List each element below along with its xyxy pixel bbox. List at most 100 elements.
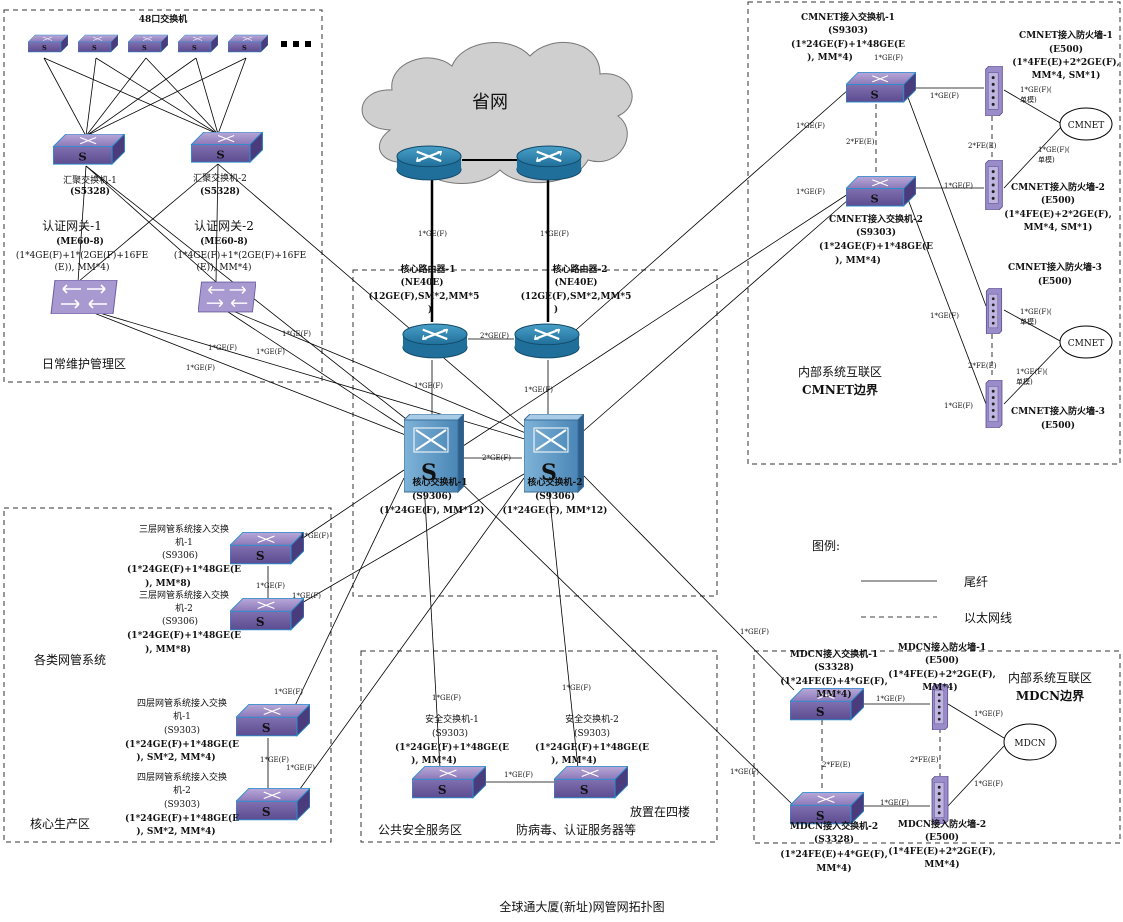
l3-2-model: (S9306) — [162, 616, 198, 627]
lk-19b: 单模) — [1038, 155, 1055, 164]
lk-19a: 1*GE(F)( — [1038, 146, 1070, 154]
cmfw4-model: (E500) — [1041, 420, 1075, 431]
sw48-label: 48口交换机 — [139, 13, 188, 25]
cmnet-cloud-2 — [1059, 325, 1113, 359]
mdsw2-spec: (1*24FE(E)+4*GE(F), — [780, 849, 887, 860]
auth1-spec1: (1*4GE(F)+1*(2GE(F)+16FE — [16, 250, 148, 261]
lk-3: 2*GE(F) — [480, 332, 509, 340]
cmnet-labels: CMNET接入交换机-1 (S9303) (1*24GE(F)+1*48GE(E… — [791, 11, 1120, 431]
mdfw2-spec2: MM*4) — [924, 859, 959, 870]
cr1-name: 核心路由器-1 — [401, 263, 456, 275]
mdcn-cloud-label: MDCN — [1014, 739, 1045, 749]
zone-daily: 日常维护管理区 — [42, 356, 126, 371]
l4-2-spec: (1*24GE(F)+1*48GE(E — [125, 813, 239, 824]
sec2-spec: (1*24GE(F)+1*48GE(E — [535, 742, 649, 753]
lk-23a: 1*GE(F)( — [1020, 308, 1052, 316]
mdcn-switch-2 — [790, 792, 864, 825]
zone-floor4: 放置在四楼 — [630, 804, 690, 819]
agg-switch-1 — [52, 134, 126, 165]
auth2-spec1: (1*4GE(F)+1*(2GE(F)+16FE — [174, 250, 306, 261]
lk-32: 1*GE(F) — [562, 684, 591, 692]
legend-fiber: 尾纤 — [964, 575, 988, 589]
switch-48port-row — [28, 34, 311, 53]
sec2-spec2: ), MM*4) — [551, 755, 597, 766]
auth1-name: 认证网关-1 — [42, 219, 102, 233]
cr2-spec2: ) — [554, 304, 558, 315]
cmfw1-spec2: MM*4, SM*1) — [1032, 70, 1101, 81]
l4-switch-2 — [236, 788, 310, 821]
zone-mgmt: 各类网管系统 — [34, 652, 106, 667]
mdfw2-spec: (1*4FE(E)+2*2GE(F), — [888, 846, 995, 857]
lk-40: 1*GE(F) — [974, 710, 1003, 718]
lk-9: 1*GE(F) — [256, 348, 285, 356]
zone-mdcn-2: MDCN边界 — [1016, 688, 1084, 703]
l4-2-name2: 机-2 — [173, 784, 191, 796]
lk-10: 1*GE(F) — [186, 364, 215, 372]
sec1-spec: (1*24GE(F)+1*48GE(E — [395, 742, 509, 753]
security-switch-1 — [412, 766, 486, 799]
cmsw2-spec: (1*24GE(F)+1*48GE(E — [819, 241, 933, 252]
province-router-1 — [396, 144, 462, 182]
mdsw2-spec2: MM*4) — [816, 863, 851, 874]
mdsw1-name: MDCN接入交换机-1 — [790, 648, 878, 660]
lk-37: 1*GE(F) — [880, 799, 909, 807]
lk-13: 1*GE(F) — [796, 122, 825, 130]
auth2-name: 认证网关-2 — [194, 219, 254, 233]
mdsw2-model: (S3328) — [814, 834, 854, 845]
lk-28: 1*GE(F) — [274, 688, 303, 696]
lk-18b: 单模) — [1020, 95, 1037, 104]
zone-core-prod: 核心生产区 — [30, 817, 90, 831]
zone-public-sec: 公共安全服务区 — [378, 822, 462, 837]
l4-1-spec2: ), SM*2, MM*4) — [136, 752, 215, 763]
cmsw2-spec2: ), MM*4) — [835, 255, 881, 266]
cmnet-firewall-1 — [985, 66, 1003, 116]
cr1-spec2: ) — [428, 304, 432, 315]
lk-26: 1*GE(F) — [256, 582, 285, 590]
cr2-model: (NE40E) — [555, 277, 598, 288]
core-router-2 — [514, 322, 580, 360]
lk-21: 2*FE(E) — [968, 362, 997, 370]
auth-gateway-2 — [198, 281, 256, 313]
l3-2-name2: 机-2 — [175, 602, 193, 614]
lk-27: 1*GE(F) — [292, 592, 321, 600]
cloud-label: 省网 — [472, 92, 508, 113]
cmfw4-name: CMNET接入防火墙-3 — [1011, 405, 1105, 417]
lk-15: 1*GE(F) — [796, 188, 825, 196]
legend-ethernet: 以太网线 — [964, 610, 1012, 625]
mdsw2-name: MDCN接入交换机-2 — [790, 820, 878, 832]
core-router-labels: 核心路由器-1 (NE40E) (12GE(F),SM*2,MM*5 ) 核心路… — [369, 263, 632, 315]
l3-switch-2 — [230, 598, 304, 631]
cmnet-cloud-2-label: CMNET — [1068, 339, 1105, 349]
cr1-spec: (12GE(F),SM*2,MM*5 — [369, 291, 480, 302]
auth1-model: (ME60-8) — [56, 236, 104, 247]
security-labels: 安全交换机-1 (S9303) (1*24GE(F)+1*48GE(E ), M… — [395, 713, 649, 766]
agg-labels: 汇聚交换机-1 (S5328) 汇聚交换机-2 (S5328) — [63, 172, 247, 197]
l4-2-model: (S9303) — [164, 799, 200, 810]
cmnet-firewall-3 — [985, 288, 1003, 334]
zone-cmnet-1: 内部系统互联区 — [798, 364, 882, 379]
auth2-model: (ME60-8) — [200, 236, 248, 247]
lk-17: 2*FE(E) — [968, 142, 997, 150]
agg1-name: 汇聚交换机-1 — [63, 174, 117, 186]
mdsw1-model: (S3328) — [814, 662, 854, 673]
lk-1: 1*GE(F) — [418, 230, 447, 238]
ethernet-links — [821, 104, 993, 792]
cmnet-switch-1 — [846, 72, 916, 103]
l4-switch-1 — [236, 704, 310, 737]
l3-1-model: (S9306) — [162, 550, 198, 561]
cmsw1-name: CMNET接入交换机-1 — [801, 11, 895, 23]
l3-1-name2: 机-1 — [175, 536, 193, 548]
agg2-model: (S5328) — [200, 186, 240, 197]
lk-29: 1*GE(F) — [260, 756, 289, 764]
lk-12: 1*GE(F) — [930, 92, 959, 100]
mdfw1-spec: (1*4FE(E)+2*2GE(F), — [888, 669, 995, 680]
mdcn-firewall-2 — [931, 776, 949, 824]
security-switch-2 — [554, 766, 628, 799]
l4-1-name: 四层网管系统接入交换 — [137, 697, 227, 709]
auth-labels: 认证网关-1 (ME60-8) (1*4GE(F)+1*(2GE(F)+16FE… — [16, 219, 306, 273]
lk-36: 1*GE(F) — [876, 695, 905, 703]
agg-switch-2 — [190, 132, 264, 163]
l3-labels: 三层网管系统接入交换 机-1 (S9306) (1*24GE(F)+1*48GE… — [127, 523, 241, 655]
lk-22: 1*GE(F) — [944, 402, 973, 410]
cs2-spec: (1*24GE(F), MM*12) — [503, 505, 608, 516]
